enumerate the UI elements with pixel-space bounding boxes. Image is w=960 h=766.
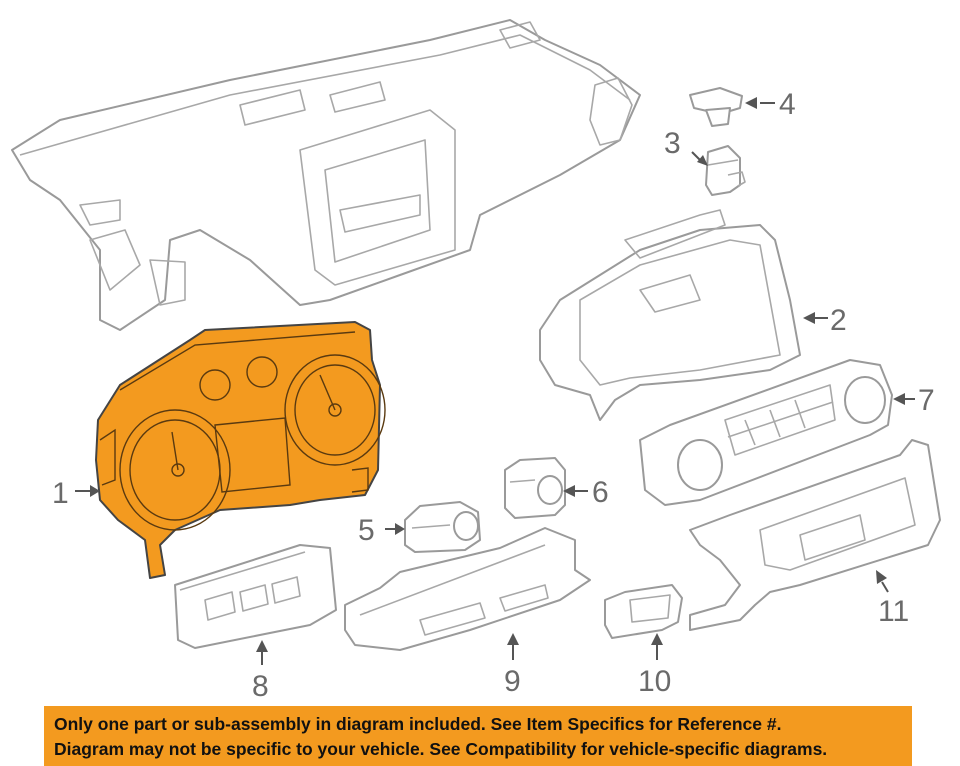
- leader-lines: [75, 97, 915, 665]
- callout-5: 5: [358, 514, 375, 547]
- clip-part-4[interactable]: [689, 87, 743, 127]
- disclaimer-line-1: Only one part or sub-assembly in diagram…: [54, 714, 782, 734]
- callout-9: 9: [504, 665, 521, 698]
- callout-1: 1: [52, 477, 69, 510]
- disclaimer-banner: Only one part or sub-assembly in diagram…: [44, 706, 912, 766]
- climate-control-part-7[interactable]: [639, 359, 893, 506]
- trim-bezel-part-11[interactable]: [689, 439, 941, 631]
- switch-part-6[interactable]: [504, 457, 566, 519]
- callout-4: 4: [779, 88, 796, 121]
- instrument-panel-carrier: [11, 19, 641, 331]
- callout-3: 3: [664, 127, 681, 160]
- switch-part-10[interactable]: [604, 584, 683, 639]
- cluster-bezel-part-2[interactable]: [539, 209, 801, 421]
- callout-6: 6: [592, 476, 609, 509]
- instrument-cluster-part-1[interactable]: [95, 321, 386, 579]
- callout-10: 10: [638, 665, 671, 698]
- callout-8: 8: [252, 670, 269, 703]
- switch-part-3[interactable]: [705, 145, 746, 196]
- switch-block-part-8[interactable]: [174, 544, 337, 649]
- callout-7: 7: [918, 384, 935, 417]
- disclaimer-line-2: Diagram may not be specific to your vehi…: [54, 739, 828, 759]
- switch-part-5[interactable]: [404, 501, 481, 553]
- callout-2: 2: [830, 304, 847, 337]
- bracket-part-9[interactable]: [344, 527, 591, 651]
- callout-11: 11: [878, 595, 909, 628]
